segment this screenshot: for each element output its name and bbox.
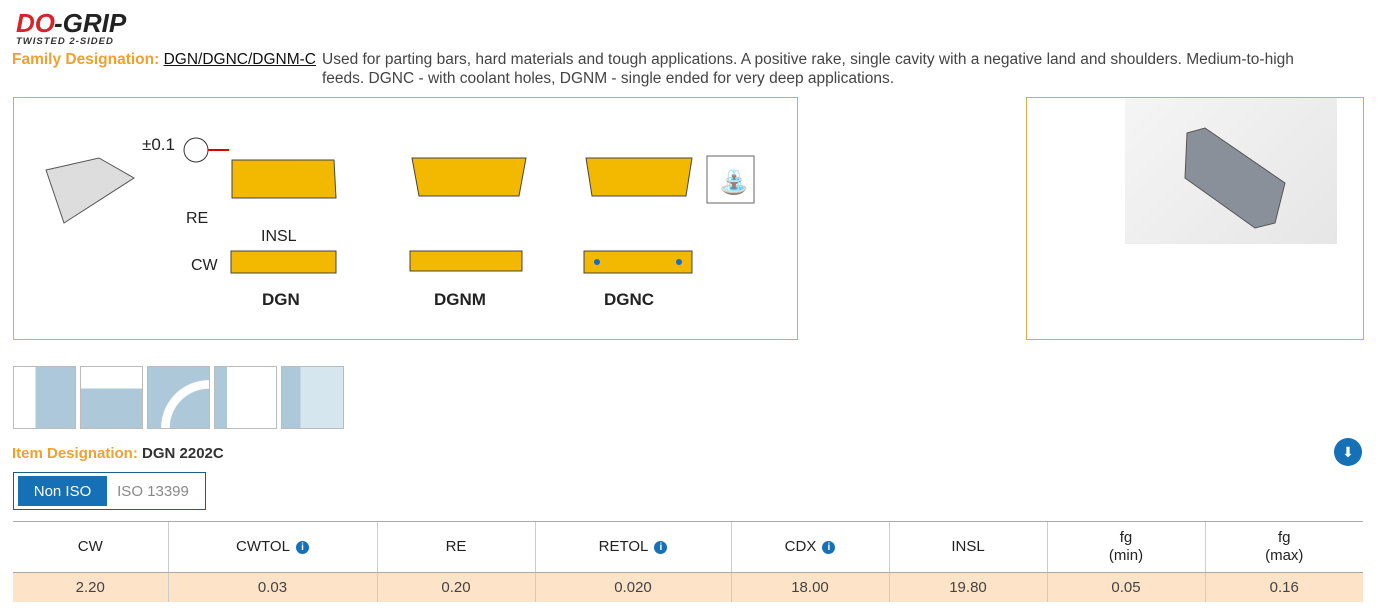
dgn-top-view — [230, 250, 337, 274]
application-external-turning-icon[interactable] — [281, 366, 344, 429]
svg-text:CW: CW — [191, 257, 219, 274]
standard-toggle: Non ISO ISO 13399 — [13, 472, 206, 510]
cell-retol: 0.020 — [534, 572, 731, 602]
download-icon[interactable]: ⬇ — [1334, 438, 1362, 466]
family-label: Family Designation: — [12, 51, 160, 68]
application-thumbnails — [13, 366, 344, 429]
cell-cdx: 18.00 — [730, 572, 889, 602]
svg-text:⛲: ⛲ — [719, 168, 749, 196]
col-fg-min: fg(min) — [1046, 521, 1205, 573]
svg-text:RE: RE — [186, 210, 208, 227]
item-designation: Item Designation: DGN 2202C — [12, 445, 224, 462]
family-link[interactable]: DGN/DGNC/DGNM-C — [163, 51, 316, 68]
dgnc-top-view — [583, 250, 693, 274]
col-re: RE — [376, 521, 535, 573]
col-insl: INSL — [888, 521, 1047, 573]
application-grooving-icon[interactable] — [80, 366, 143, 429]
insert-diagram-panel: ±0.1 ⛲ RE INSL CW DGN DGNM DGNC — [13, 97, 798, 340]
cell-cwtol: 0.03 — [167, 572, 377, 602]
dgnc-side-view — [585, 157, 693, 197]
coolant-icon — [706, 155, 755, 204]
tolerance-label: ±0.1 — [142, 135, 175, 154]
table-row: 2.20 0.03 0.20 0.020 18.00 19.80 0.05 0.… — [13, 572, 1363, 602]
insert-diagram: ±0.1 ⛲ RE INSL CW DGN DGNM DGNC — [45, 135, 755, 309]
application-internal-grooving-icon[interactable] — [214, 366, 277, 429]
svg-text:DO: DO — [16, 8, 55, 38]
insert-3d-icon — [45, 157, 135, 224]
svg-text:TWISTED 2-SIDED: TWISTED 2-SIDED — [16, 36, 114, 46]
family-description: Used for parting bars, hard materials an… — [322, 51, 1294, 87]
application-face-grooving-icon[interactable] — [147, 366, 210, 429]
col-cw: CW — [13, 521, 168, 573]
svg-text:INSL: INSL — [261, 228, 297, 245]
cell-cw: 2.20 — [13, 572, 168, 602]
family-designation: Family Designation: DGN/DGNC/DGNM-C Used … — [12, 50, 1342, 88]
item-value: DGN 2202C — [142, 445, 224, 462]
toggle-non-iso[interactable]: Non ISO — [18, 476, 107, 506]
svg-text:DGNM: DGNM — [434, 290, 486, 309]
col-fg-max: fg(max) — [1204, 521, 1363, 573]
svg-text:DGN: DGN — [262, 290, 300, 309]
svg-text:DGNC: DGNC — [604, 290, 654, 309]
dgnm-top-view — [409, 250, 523, 272]
svg-text:-GRIP: -GRIP — [54, 8, 127, 38]
info-icon[interactable]: i — [822, 541, 836, 554]
product-photo-panel — [1026, 97, 1364, 340]
application-parting-icon[interactable] — [13, 366, 76, 429]
cell-re: 0.20 — [376, 572, 535, 602]
cell-fg-min: 0.05 — [1046, 572, 1205, 602]
cell-fg-max: 0.16 — [1204, 572, 1363, 602]
dgnm-side-view — [411, 157, 527, 197]
info-icon[interactable]: i — [654, 541, 668, 554]
info-icon[interactable]: i — [295, 541, 309, 554]
gauge-icon — [183, 137, 209, 163]
cell-insl: 19.80 — [888, 572, 1047, 602]
toggle-iso-13399[interactable]: ISO 13399 — [117, 482, 189, 500]
product-photo — [1125, 98, 1337, 244]
dgn-side-view — [231, 159, 337, 199]
